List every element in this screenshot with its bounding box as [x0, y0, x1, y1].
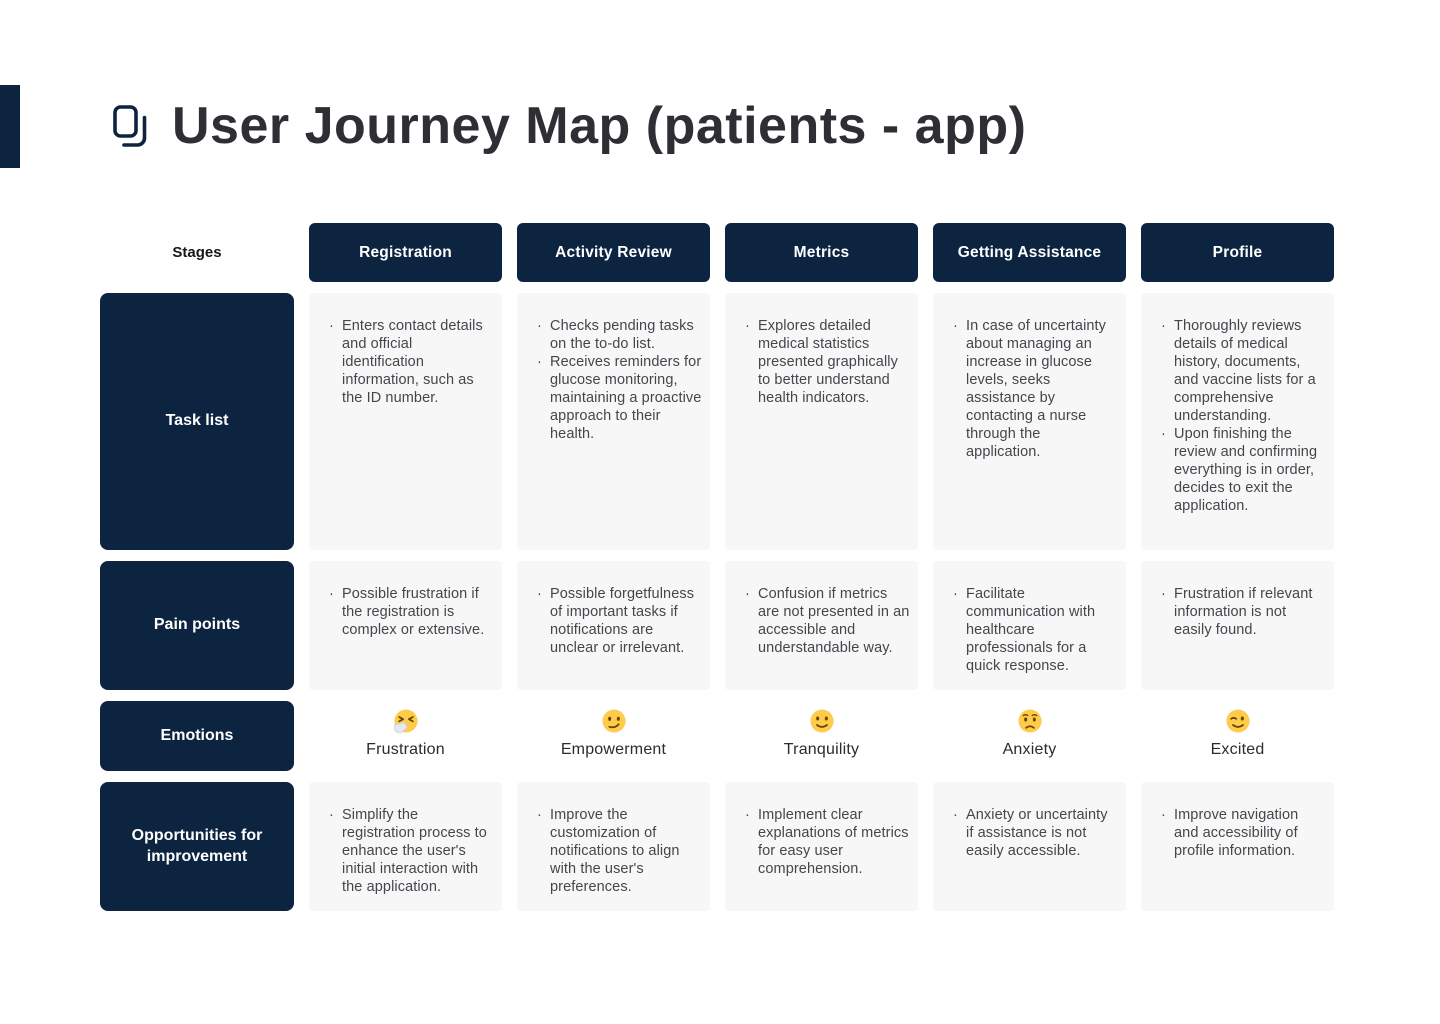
task-item: Thoroughly reviews details of medical hi… — [1161, 317, 1326, 425]
cell-task-list-getting-assistance: In case of uncertainty about managing an… — [933, 293, 1126, 550]
stage-header-profile: Profile — [1141, 223, 1334, 282]
pain-item: Facilitate communication with healthcare… — [953, 585, 1118, 675]
cell-pain-points-getting-assistance: Facilitate communication with healthcare… — [933, 561, 1126, 690]
opportunity-item: Simplify the registration process to enh… — [329, 806, 494, 896]
cell-pain-points-activity-review: Possible forgetfulness of important task… — [517, 561, 710, 690]
emotion-anxiety: Anxiety — [933, 701, 1126, 771]
emotion-label: Tranquility — [783, 741, 860, 758]
page-title: User Journey Map (patients - app) — [172, 97, 1027, 155]
pain-item: Confusion if metrics are not presented i… — [745, 585, 910, 657]
journey-map-table: Stages Registration Activity Review Metr… — [100, 223, 1334, 911]
cell-opportunities-metrics: Implement clear explanations of metrics … — [725, 782, 918, 911]
row-header-emotions: Emotions — [100, 701, 294, 771]
opportunity-item: Improve navigation and accessibility of … — [1161, 806, 1326, 860]
emotion-label: Frustration — [366, 741, 445, 758]
task-item: Enters contact details and official iden… — [329, 317, 494, 407]
stage-header-registration: Registration — [309, 223, 502, 282]
cell-opportunities-profile: Improve navigation and accessibility of … — [1141, 782, 1334, 911]
cell-pain-points-profile: Frustration if relevant information is n… — [1141, 561, 1334, 690]
task-item: Receives reminders for glucose monitorin… — [537, 353, 702, 443]
stages-label: Stages — [172, 244, 222, 261]
emotion-label: Empowerment — [560, 741, 667, 758]
worried-face-icon — [1017, 708, 1043, 734]
winking-face-icon — [1225, 708, 1251, 734]
emotion-tranquility: Tranquility — [725, 701, 918, 771]
stage-header-activity-review: Activity Review — [517, 223, 710, 282]
copy-icon — [112, 104, 148, 148]
row-header-pain-points: Pain points — [100, 561, 294, 690]
row-header-opportunities: Opportunities for improvement — [100, 782, 294, 911]
stage-header-metrics: Metrics — [725, 223, 918, 282]
stage-header-getting-assistance: Getting Assistance — [933, 223, 1126, 282]
task-item: Checks pending tasks on the to-do list. — [537, 317, 702, 353]
opportunity-item: Improve the customization of notificatio… — [537, 806, 702, 896]
cell-pain-points-metrics: Confusion if metrics are not presented i… — [725, 561, 918, 690]
cell-task-list-metrics: Explores detailed medical statistics pre… — [725, 293, 918, 550]
slightly-smiling-face-icon — [809, 708, 835, 734]
emotion-label: Anxiety — [1002, 741, 1057, 758]
opportunity-item: Implement clear explanations of metrics … — [745, 806, 910, 878]
cell-task-list-activity-review: Checks pending tasks on the to-do list. … — [517, 293, 710, 550]
row-header-task-list: Task list — [100, 293, 294, 550]
cell-opportunities-getting-assistance: Anxiety or uncertainty if assistance is … — [933, 782, 1126, 911]
cell-pain-points-registration: Possible frustration if the registration… — [309, 561, 502, 690]
emotion-frustration: Frustration — [309, 701, 502, 771]
cell-task-list-registration: Enters contact details and official iden… — [309, 293, 502, 550]
task-item: In case of uncertainty about managing an… — [953, 317, 1118, 461]
task-item: Explores detailed medical statistics pre… — [745, 317, 910, 407]
pain-item: Possible frustration if the registration… — [329, 585, 494, 639]
cell-opportunities-registration: Simplify the registration process to enh… — [309, 782, 502, 911]
cell-opportunities-activity-review: Improve the customization of notificatio… — [517, 782, 710, 911]
left-accent-bar — [0, 85, 20, 168]
pain-item: Frustration if relevant information is n… — [1161, 585, 1326, 639]
pain-item: Possible forgetfulness of important task… — [537, 585, 702, 657]
sneezing-face-icon — [393, 708, 419, 734]
task-item: Upon finishing the review and confirming… — [1161, 425, 1326, 515]
emotion-empowerment: Empowerment — [517, 701, 710, 771]
header: User Journey Map (patients - app) — [112, 96, 1026, 156]
cell-task-list-profile: Thoroughly reviews details of medical hi… — [1141, 293, 1334, 550]
emotion-label: Excited — [1210, 741, 1265, 758]
smirking-face-icon — [601, 708, 627, 734]
opportunity-item: Anxiety or uncertainty if assistance is … — [953, 806, 1118, 860]
emotion-excited: Excited — [1141, 701, 1334, 771]
